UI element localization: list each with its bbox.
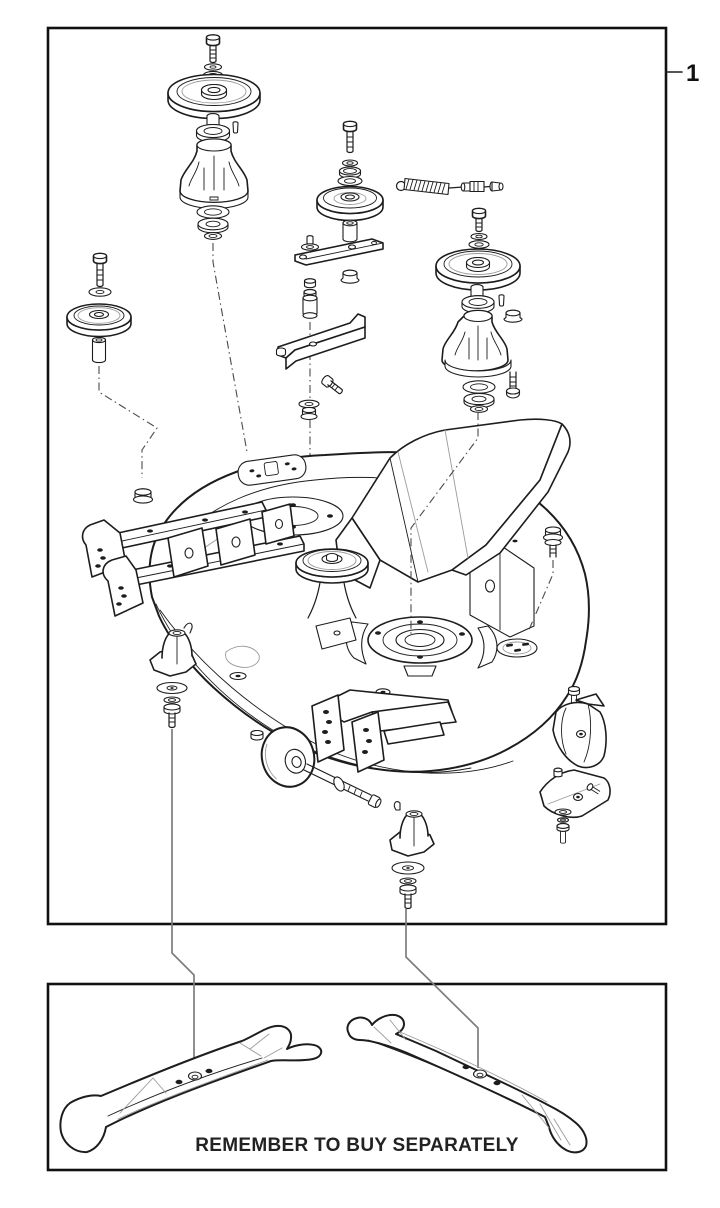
slotted-cover (496, 638, 538, 658)
channel-bracket (275, 313, 366, 370)
idler-group-center (294, 120, 384, 289)
blade-left (59, 1024, 323, 1154)
rear-hanger-bracket (311, 689, 457, 773)
idler-pulley-far-left (66, 252, 132, 364)
deck-pulley-center (295, 548, 369, 650)
damper-stud-and-bracket (275, 289, 366, 476)
spindle-assembly-right (435, 207, 523, 413)
axle-bolt (303, 763, 382, 808)
deck-top-plate (237, 454, 307, 486)
blade-hub-right (389, 801, 435, 910)
blade-hub-left (149, 622, 197, 729)
main-panel-border (46, 26, 668, 926)
assembly-axis-lines (98, 243, 554, 634)
deflector-group (539, 686, 611, 844)
blade-right (346, 1013, 588, 1154)
front-hanger-brackets (81, 501, 305, 617)
idler-pulley-center (316, 185, 384, 222)
note-text: REMEMBER TO BUY SEPARATELY (195, 1135, 518, 1156)
leader-line-left (171, 729, 195, 1070)
deck-wheel (250, 726, 382, 808)
tension-spring-cable (395, 177, 504, 196)
leader-line-right (405, 909, 479, 1068)
grease-fitting-right (542, 526, 564, 558)
spindle-housing-right (441, 309, 512, 378)
callout-label: 1 (686, 60, 699, 87)
idler-arm-bracket (294, 238, 384, 266)
pulley-right-spindle (435, 248, 521, 291)
flange-nut-floating (132, 488, 154, 504)
spindle-housing-left (179, 138, 249, 210)
callout-1[interactable]: 1 (665, 60, 699, 87)
pulley-left-spindle (167, 73, 261, 120)
spindle-assembly-left (167, 34, 261, 240)
note-panel-border (46, 982, 668, 1172)
mount-bolt-angled (321, 375, 343, 395)
